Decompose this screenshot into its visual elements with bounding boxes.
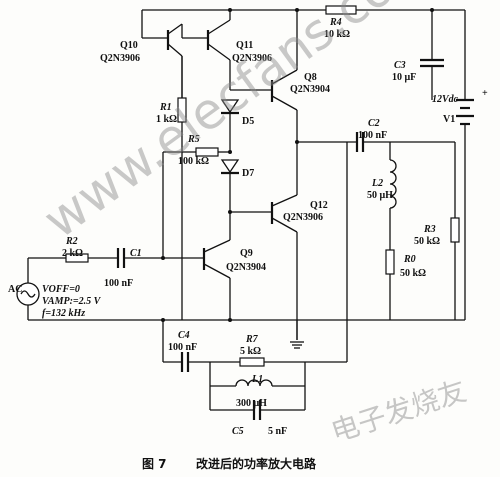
r2-value: 2 kΩ — [62, 248, 83, 259]
q8-ref: Q8 — [304, 72, 317, 83]
capacitor-c4: C4 100 nF — [162, 320, 210, 372]
c2-ref: C2 — [368, 118, 380, 129]
r3-value: 50 kΩ — [414, 236, 440, 247]
resistor-r7: R7 5 kΩ — [210, 320, 348, 367]
inductor-l1: L1 300 μH — [209, 362, 306, 410]
q12-model: Q2N3906 — [283, 212, 323, 223]
l1-value: 300 μH — [236, 398, 267, 409]
r0-ref: R0 — [403, 254, 416, 265]
c1-value: 100 nF — [104, 278, 133, 289]
resistor-r5: R5 100 kΩ — [162, 134, 230, 258]
figure-number: 图 7 — [142, 457, 167, 471]
transistor-q8: Q8 Q2N3904 — [230, 10, 330, 142]
resistor-r3: R3 50 kΩ — [414, 142, 460, 320]
transistor-q9: Q9 Q2N3904 — [161, 212, 266, 320]
r5-ref: R5 — [187, 134, 200, 145]
r4-value: 10 kΩ — [324, 29, 350, 40]
q10-ref: Q10 — [120, 40, 138, 51]
output-node — [295, 140, 357, 195]
ac-label: AC — [8, 284, 22, 295]
transistor-q11: Q11 Q2N3906 — [182, 10, 272, 90]
capacitor-c5: C5 5 nF — [210, 400, 305, 437]
r5-value: 100 kΩ — [178, 156, 209, 167]
q11-ref: Q11 — [236, 40, 253, 51]
diode-d5: D5 — [220, 99, 254, 152]
q9-ref: Q9 — [240, 248, 253, 259]
c4-value: 100 nF — [168, 342, 197, 353]
q10-model: Q2N3906 — [100, 53, 140, 64]
capacitor-c1: C1 100 nF — [104, 248, 163, 289]
inductor-l2: L2 50 μH — [367, 142, 397, 250]
q11-model: Q2N3906 — [232, 53, 272, 64]
l2-ref: L2 — [371, 178, 383, 189]
v1-value: 12Vdc — [432, 94, 459, 105]
c3-value: 10 μF — [392, 72, 416, 83]
r2-ref: R2 — [65, 236, 78, 247]
r0-value: 50 kΩ — [400, 268, 426, 279]
q9-model: Q2N3904 — [226, 262, 266, 273]
transistor-q10: Q10 Q2N3906 — [100, 10, 183, 100]
diode-d7: D7 — [220, 150, 254, 214]
r1-ref: R1 — [159, 102, 172, 113]
r1-value: 1 kΩ — [156, 114, 177, 125]
transistor-q12: Q12 Q2N3906 — [230, 194, 328, 340]
resistor-r0: R0 50 kΩ — [385, 249, 426, 320]
resistor-r2: R2 2 kΩ — [28, 236, 118, 263]
c3-ref: C3 — [394, 60, 406, 71]
r4-ref: R4 — [329, 17, 342, 28]
ground-rail — [28, 318, 465, 349]
ac-source: AC VOFF=0 VAMP:=2.5 V f=132 kHz — [8, 258, 102, 320]
c5-value: 5 nF — [268, 426, 287, 437]
figure-title: 改进后的功率放大电路 — [196, 456, 317, 471]
v1-plus: + — [482, 88, 488, 99]
resistor-r4: R4 10 kΩ — [324, 5, 357, 40]
watermark-cn: 电子发烧友 — [327, 374, 470, 449]
source-vamp: VAMP:=2.5 V — [42, 296, 102, 307]
c4-ref: C4 — [178, 330, 190, 341]
l1-ref: L1 — [251, 374, 263, 385]
c5-ref: C5 — [232, 426, 244, 437]
capacitor-c2: C2 100 nF — [355, 118, 455, 152]
source-freq: f=132 kHz — [42, 308, 85, 319]
q8-model: Q2N3904 — [290, 84, 330, 95]
l2-value: 50 μH — [367, 190, 393, 201]
d5-ref: D5 — [242, 116, 254, 127]
resistor-r1: R1 1 kΩ — [156, 56, 187, 320]
capacitor-c3: C3 10 μF — [392, 10, 444, 100]
r7-ref: R7 — [245, 334, 259, 345]
r3-ref: R3 — [423, 224, 436, 235]
r7-value: 5 kΩ — [240, 346, 261, 357]
c2-value: 100 nF — [358, 130, 387, 141]
d7-ref: D7 — [242, 168, 254, 179]
source-voff: VOFF=0 — [42, 284, 80, 295]
v1-ref: V1 — [443, 114, 455, 125]
battery-v1: + 12Vdc V1 — [432, 10, 488, 320]
c1-ref: C1 — [130, 248, 142, 259]
q12-ref: Q12 — [310, 200, 328, 211]
